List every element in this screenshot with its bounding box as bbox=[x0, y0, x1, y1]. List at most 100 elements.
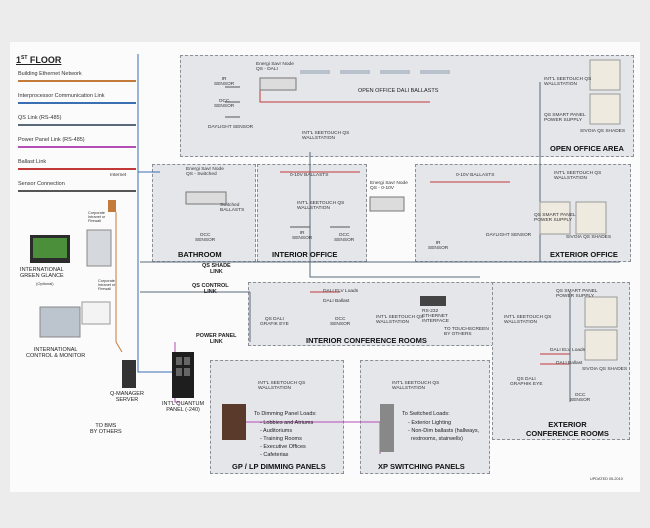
interior-office-name: INTERIOR OFFICE bbox=[272, 250, 338, 259]
gp-panels-wallstation: INT'L SEETOUCH QS WALLSTATION bbox=[258, 381, 306, 391]
legend-title-number: 1 bbox=[16, 55, 22, 65]
legend-item-label: Building Ethernet Network bbox=[18, 71, 82, 77]
green-glance-label: INTERNATIONAL GREEN GLANCE bbox=[20, 267, 64, 279]
open-office-daylight: DAYLIGHT SENSOR bbox=[208, 125, 254, 130]
control-monitor-label: INTERNATIONAL CONTROL & MONITOR bbox=[26, 347, 86, 359]
exterior-conf-dali-ballast: DALI Ballast bbox=[556, 361, 583, 366]
xp-panels-name: XP SWITCHING PANELS bbox=[378, 462, 465, 471]
interior-conf-rs232: RS-232 ETHERNET INTERFACE bbox=[422, 309, 449, 324]
interior-conf-wallstation: INT'L SEETOUCH QS WALLSTATION bbox=[376, 315, 424, 325]
ethernet-link-2 bbox=[115, 341, 123, 353]
interprocessor-link bbox=[137, 54, 178, 373]
sensor-connection-open bbox=[225, 86, 240, 118]
exterior-conf-name: EXTERIOR CONFERENCE ROOMS bbox=[526, 420, 609, 438]
exterior-conf-wallstation: INT'L SEETOUCH QS WALLSTATION bbox=[504, 315, 552, 325]
open-office-fixtures bbox=[300, 70, 450, 74]
exterior-office-daylight: DAYLIGHT SENSOR bbox=[486, 233, 532, 238]
open-office-shades: SIVOIA QS SHADES bbox=[580, 129, 626, 134]
shade-graphics bbox=[539, 59, 621, 361]
legend-item: Power Panel Link (RS-485) bbox=[18, 137, 138, 148]
q-manager-label: Q-MANAGER SERVER bbox=[110, 391, 144, 403]
exterior-conf-shades: SIVOIA QS SHADES bbox=[582, 367, 628, 372]
bathroom-occ: OCC SENSOR bbox=[195, 233, 216, 243]
open-office-node: Energi Savr Node QS - DALI bbox=[256, 62, 294, 72]
legend-title-text: FLOOR bbox=[27, 55, 62, 65]
legend-item-label: QS Link (RS-485) bbox=[18, 115, 62, 121]
internet-label: Internet bbox=[110, 173, 127, 178]
open-office-wallstation-2: INT'L SEETOUCH QS WALLSTATION bbox=[544, 77, 592, 87]
exterior-conf-occ: OCC SENSOR bbox=[570, 393, 591, 403]
legend-item-line bbox=[18, 80, 136, 82]
xp-panels-wallstation: INT'L SEETOUCH QS WALLSTATION bbox=[392, 381, 440, 391]
open-office-power-supply: QS SMART PANEL POWER SUPPLY bbox=[544, 113, 586, 123]
router-note: Corporate Intranet or Firewall bbox=[88, 211, 106, 223]
qs-shade-link-label: QS SHADE LINK bbox=[202, 263, 231, 275]
bathroom-node: Energi Savr Node QS - Switched bbox=[186, 167, 224, 177]
interior-conf-dali-loads: DALI ELV Loads bbox=[323, 289, 359, 294]
legend-item-label: Ballast Link bbox=[18, 159, 47, 165]
ballast-link-ext-conf bbox=[540, 353, 570, 365]
open-office-wallstation: INT'L SEETOUCH QS WALLSTATION bbox=[302, 131, 350, 141]
load-item: - Cafeterias bbox=[260, 452, 289, 458]
interior-conf-grafik: QS DALI GRAFIK EYE bbox=[260, 317, 289, 327]
power-panel-link-label: POWER PANEL LINK bbox=[196, 333, 237, 345]
exterior-conf-dali-loads: DALI ELV Loads bbox=[550, 348, 586, 353]
open-office-name: OPEN OFFICE AREA bbox=[550, 144, 624, 153]
exterior-office-ballasts: 0-10V BALLASTS bbox=[456, 173, 495, 178]
interior-office-ballasts: 0-10V BALLASTS bbox=[290, 173, 329, 178]
interior-office-ir: IR SENSOR bbox=[292, 231, 313, 241]
legend-item: Interprocessor Communication Link bbox=[18, 93, 138, 104]
footer-note: UPDATED 05-2010 bbox=[590, 477, 623, 481]
load-item: - Training Rooms bbox=[260, 436, 302, 442]
load-item: - Non-Dim ballasts (hallways, bbox=[408, 428, 480, 434]
gp-panels-loads-title: To Dimming Panel Loads: bbox=[254, 411, 317, 417]
load-item: - Lobbies and Atriums bbox=[260, 420, 314, 426]
legend-item-line bbox=[18, 124, 136, 126]
room-interior-conference bbox=[248, 282, 494, 346]
legend-item-label: Sensor Connection bbox=[18, 181, 65, 187]
legend-item: Ballast Link bbox=[18, 159, 138, 170]
pc-note: Corporate Intranet or Firewall bbox=[98, 279, 116, 291]
load-item: - Executive Offices bbox=[260, 444, 306, 450]
exterior-office-power-supply: QS SMART PANEL POWER SUPPLY bbox=[534, 213, 576, 223]
legend-item-line bbox=[18, 146, 136, 148]
interior-conf-dali-ballast: DALI Ballast bbox=[323, 299, 350, 304]
exterior-office-wallstation: INT'L SEETOUCH QS WALLSTATION bbox=[554, 171, 602, 181]
node-graphics bbox=[185, 77, 446, 306]
load-item: restrooms, stairwells) bbox=[408, 436, 464, 442]
legend-item-line bbox=[18, 102, 136, 104]
legend-item: Building Ethernet Network bbox=[18, 71, 138, 82]
interior-conf-touchscreen: TO TOUCHSCREEN BY OTHERS bbox=[444, 327, 489, 337]
load-item: - Exterior Lighting bbox=[408, 420, 452, 426]
open-office-ballasts: OPEN OFFICE DALI BALLASTS bbox=[358, 88, 439, 94]
room-bathroom bbox=[152, 164, 256, 262]
legend-item-label: Power Panel Link (RS-485) bbox=[18, 137, 85, 143]
quantum-panel-label: INT'L QUANTUM PANEL (-240) bbox=[162, 401, 205, 413]
legend-title: 1ST FLOOR bbox=[16, 56, 61, 65]
legend-item-line bbox=[18, 168, 136, 170]
legend-item: QS Link (RS-485) bbox=[18, 115, 138, 126]
interior-office-wallstation: INT'L SEETOUCH QS WALLSTATION bbox=[297, 201, 345, 211]
bms-label: TO BMS BY OTHERS bbox=[90, 423, 122, 435]
open-office-occ: OCC SENSOR bbox=[214, 99, 235, 109]
legend-item-label: Interprocessor Communication Link bbox=[18, 93, 105, 99]
legend-item-line bbox=[18, 190, 136, 192]
gp-panels-name: GP / LP DIMMING PANELS bbox=[232, 462, 326, 471]
room-xp-panels bbox=[360, 360, 490, 474]
load-item: - Auditoriums bbox=[260, 428, 293, 434]
legend-title-sup: ST bbox=[21, 55, 28, 61]
device-graphics bbox=[30, 200, 394, 452]
exterior-conf-power-supply: QS SMART PANEL POWER SUPPLY bbox=[556, 289, 598, 299]
bathroom-ballasts: Switched BALLASTS bbox=[220, 203, 245, 213]
exterior-office-shades: SIVOIA QS SHADES bbox=[566, 235, 612, 240]
interior-conf-name: INTERIOR CONFERENCE ROOMS bbox=[306, 336, 427, 345]
exterior-conf-grafik: QS DALI GRAPHIK EYE bbox=[510, 377, 543, 387]
xp-panels-loads-title: To Switched Loads: bbox=[402, 411, 450, 417]
wiring-svg bbox=[30, 54, 621, 454]
qs-link-main bbox=[309, 152, 480, 278]
open-office-ir: IR SENSOR bbox=[214, 77, 235, 87]
qs-control-link-label: QS CONTROL LINK bbox=[192, 283, 229, 295]
legend-item: Sensor Connection bbox=[18, 181, 138, 192]
interior-conf-occ: OCC SENSOR bbox=[330, 317, 351, 327]
